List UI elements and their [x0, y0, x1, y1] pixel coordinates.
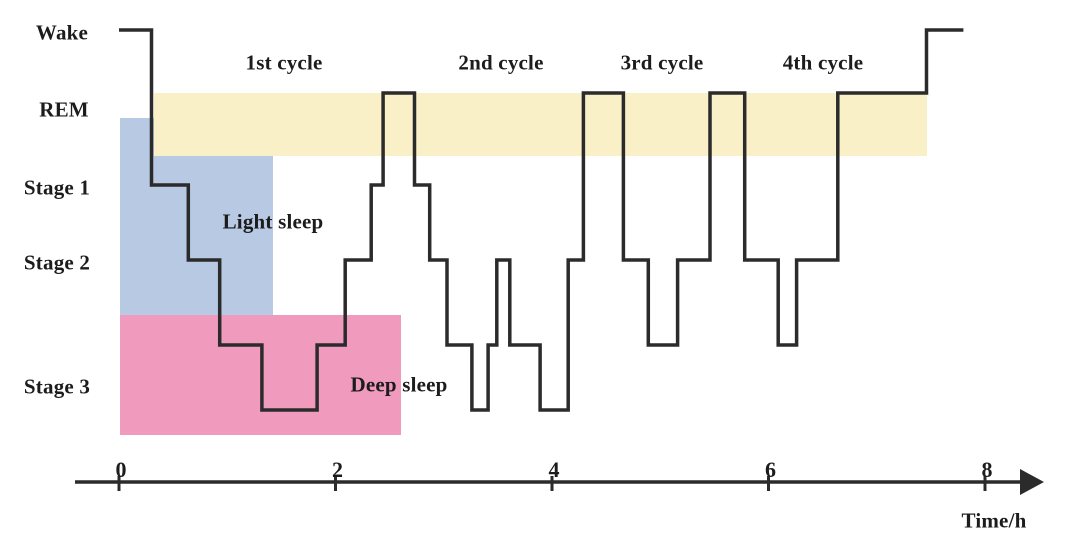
cycle-label-4: 4th cycle — [782, 50, 864, 75]
cycle-label-1: 1st cycle — [245, 50, 323, 75]
axis-tick-label: 4 — [549, 457, 560, 482]
stage-label-stage1: Stage 1 — [23, 175, 91, 200]
cycle-label-2: 2nd cycle — [458, 50, 544, 75]
axis-title: Time/h — [961, 508, 1027, 533]
axis-tick-label: 0 — [116, 457, 127, 482]
x-axis-arrowhead — [1020, 469, 1044, 495]
stage-label-wake: Wake — [35, 20, 89, 45]
region-label-deep-sleep: Deep sleep — [350, 372, 448, 397]
stage-label-stage3: Stage 3 — [23, 374, 91, 399]
region-label-light-sleep: Light sleep — [222, 209, 324, 234]
region-rem-band — [154, 93, 927, 156]
stage-label-rem: REM — [39, 97, 89, 122]
axis-tick-label: 8 — [982, 457, 993, 482]
hypnogram-step-line — [119, 28, 964, 412]
time-axis-layer: 0 2 4 6 8 — [75, 457, 1044, 495]
axis-tick-label: 6 — [765, 457, 776, 482]
cycle-label-3: 3rd cycle — [620, 50, 704, 75]
stage-label-stage2: Stage 2 — [23, 250, 91, 275]
sleep-stage-line-layer — [119, 28, 964, 412]
axis-tick-label: 2 — [332, 457, 343, 482]
regions-layer — [120, 93, 927, 435]
